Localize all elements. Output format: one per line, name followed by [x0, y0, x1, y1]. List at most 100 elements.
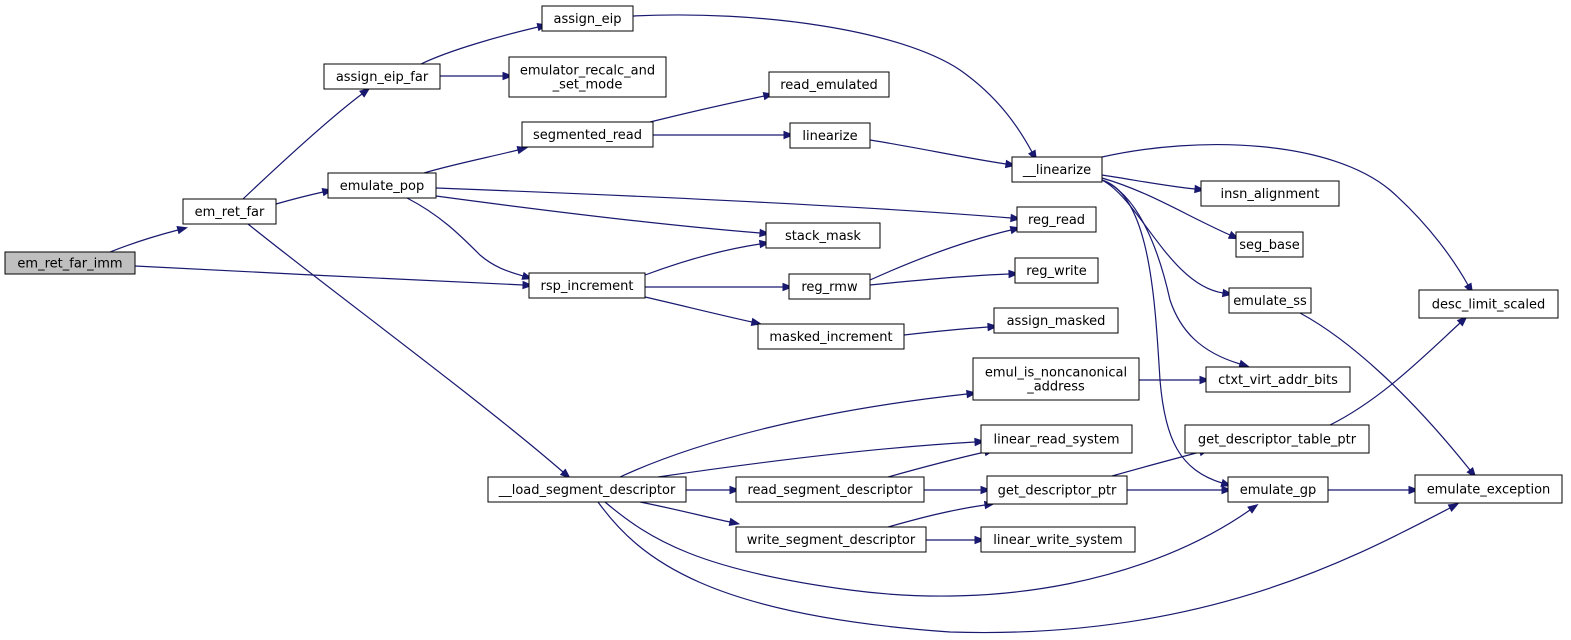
edge-__linearize-to-desc_limit_scaled: [1101, 144, 1474, 295]
node-label: linear_read_system: [993, 433, 1119, 448]
node-__linearize[interactable]: __linearize: [1011, 156, 1103, 183]
node-label: get_descriptor_table_ptr: [1198, 433, 1357, 448]
arrowhead-icon: [1010, 213, 1022, 223]
node-label: linearize: [802, 129, 857, 144]
arrowhead-icon: [1008, 269, 1020, 279]
edges-layer: [109, 14, 1477, 634]
node-emulate_ss[interactable]: emulate_ss: [1228, 287, 1312, 314]
node-box: [765, 222, 881, 249]
node-label: desc_limit_scaled: [1432, 298, 1546, 313]
node-reg_write[interactable]: reg_write: [1014, 257, 1099, 284]
node-box: [972, 357, 1140, 401]
node-get_descriptor_ptr[interactable]: get_descriptor_ptr: [986, 475, 1128, 505]
arrowhead-icon: [759, 228, 771, 238]
node-box: [735, 476, 925, 503]
node-box: [1418, 289, 1559, 319]
node-assign_eip_far[interactable]: assign_eip_far: [323, 63, 441, 90]
node-ctxt_virt_addr_bits[interactable]: ctxt_virt_addr_bits: [1205, 366, 1351, 393]
node-desc_limit_scaled[interactable]: desc_limit_scaled: [1418, 289, 1559, 319]
node-box: [1016, 206, 1097, 233]
arrowhead-icon: [783, 130, 795, 140]
node-em_ret_far[interactable]: em_ret_far: [182, 198, 277, 225]
edge-em_ret_far-to-__load_segment_descriptor: [247, 223, 571, 479]
edge-__load_segment_descriptor-to-emul_is_noncanonical_address: [619, 389, 978, 478]
arrowhead-icon: [559, 468, 571, 479]
node-rsp_increment[interactable]: rsp_increment: [528, 272, 646, 299]
arrowhead-icon: [980, 485, 992, 495]
node-label: __load_segment_descriptor: [498, 483, 676, 498]
node-box: [182, 198, 277, 225]
node-seg_base[interactable]: seg_base: [1235, 231, 1304, 258]
arrowhead-icon: [1199, 375, 1211, 385]
edge-em_ret_far_imm-to-rsp_increment: [134, 265, 534, 290]
node-linear_write_system[interactable]: linear_write_system: [980, 526, 1136, 553]
node-emulator_recalc_and_set_mode[interactable]: emulator_recalc_and_set_mode: [508, 56, 667, 98]
node-write_segment_descriptor[interactable]: write_segment_descriptor: [735, 526, 927, 553]
node-label: segmented_read: [533, 128, 642, 143]
node-box: [1011, 156, 1103, 183]
node-label: emulate_gp: [1240, 483, 1317, 498]
node-get_descriptor_table_ptr[interactable]: get_descriptor_table_ptr: [1184, 424, 1370, 454]
node-assign_eip[interactable]: assign_eip: [541, 5, 634, 32]
node-box: [1014, 257, 1099, 284]
edge-reg_rmw-to-reg_write: [869, 269, 1020, 286]
edge-emulate_pop-to-rsp_increment: [406, 197, 533, 280]
edge-read_segment_descriptor-to-linear_read_system: [887, 447, 996, 478]
edge-segmented_read-to-linearize: [653, 130, 795, 140]
node-box: [4, 251, 136, 275]
edge-masked_increment-to-assign_masked: [903, 322, 999, 336]
node-label: _set_mode: [552, 78, 623, 93]
node-read_segment_descriptor[interactable]: read_segment_descriptor: [735, 476, 925, 503]
node-box: [980, 526, 1136, 553]
edge-rsp_increment-to-masked_increment: [644, 296, 763, 327]
node-masked_increment[interactable]: masked_increment: [757, 323, 905, 350]
node-box: [508, 56, 667, 98]
node-label: masked_increment: [769, 330, 892, 345]
edge-__linearize-to-ctxt_virt_addr_bits: [1101, 179, 1250, 368]
arrowhead-icon: [502, 71, 514, 81]
node-label: emulator_recalc_and: [520, 64, 655, 79]
node-stack_mask[interactable]: stack_mask: [765, 222, 881, 249]
node-em_ret_far_imm[interactable]: em_ret_far_imm: [4, 251, 136, 275]
nodes-layer: em_ret_far_immem_ret_farassign_eip_faras…: [4, 5, 1563, 553]
node-box: [487, 476, 687, 503]
node-reg_rmw[interactable]: reg_rmw: [788, 273, 871, 300]
node-box: [327, 172, 437, 199]
node-emul_is_noncanonical_address[interactable]: emul_is_noncanonical_address: [972, 357, 1140, 401]
node-box: [1200, 180, 1340, 207]
arrowhead-icon: [522, 280, 534, 290]
edge-__load_segment_descriptor-to-emulate_exception: [597, 501, 1460, 634]
node-label: em_ret_far_imm: [17, 257, 122, 272]
node-label: assign_eip: [554, 12, 622, 27]
node-linearize[interactable]: linearize: [789, 122, 871, 149]
node-assign_masked[interactable]: assign_masked: [993, 307, 1119, 334]
node-segmented_read[interactable]: segmented_read: [521, 121, 654, 148]
node-emulate_gp[interactable]: emulate_gp: [1227, 476, 1329, 503]
node-label: emulate_ss: [1233, 294, 1307, 309]
node-box: [521, 121, 654, 148]
node-box: [1414, 474, 1563, 504]
node-emulate_exception[interactable]: emulate_exception: [1414, 474, 1563, 504]
node-box: [980, 424, 1133, 454]
arrowhead-icon: [1238, 359, 1250, 368]
arrowhead-icon: [728, 517, 741, 527]
node-reg_read[interactable]: reg_read: [1016, 206, 1097, 233]
edge-em_ret_far_imm-to-em_ret_far: [109, 226, 189, 253]
node-box: [1228, 287, 1312, 314]
node-__load_segment_descriptor[interactable]: __load_segment_descriptor: [487, 476, 687, 503]
node-linear_read_system[interactable]: linear_read_system: [980, 424, 1133, 454]
edge-segmented_read-to-read_emulated: [649, 91, 775, 123]
edge-write_segment_descriptor-to-get_descriptor_ptr: [887, 500, 996, 528]
node-emulate_pop[interactable]: emulate_pop: [327, 172, 437, 199]
node-label: reg_read: [1028, 213, 1085, 228]
edge-emulate_pop-to-reg_read: [435, 187, 1022, 223]
node-insn_alignment[interactable]: insn_alignment: [1200, 180, 1340, 207]
node-read_emulated[interactable]: read_emulated: [768, 71, 890, 98]
node-label: linear_write_system: [993, 533, 1122, 548]
edge-read_segment_descriptor-to-get_descriptor_ptr: [924, 485, 992, 495]
edge-write_segment_descriptor-to-linear_write_system: [926, 535, 986, 545]
edge-em_ret_far-to-emulate_pop: [275, 187, 334, 205]
node-label: _address: [1026, 380, 1085, 395]
arrowhead-icon: [729, 485, 741, 495]
